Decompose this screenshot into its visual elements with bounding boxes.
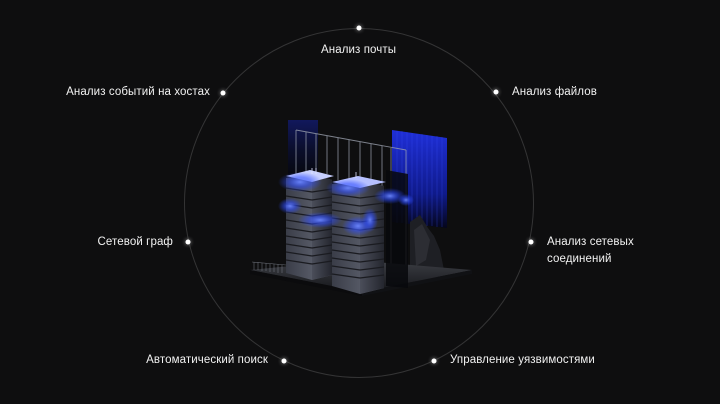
feature-label-network: Анализ сетевых соединений	[547, 234, 634, 268]
feature-label-graph: Сетевой граф	[97, 236, 173, 248]
orbit-dot-mail	[356, 25, 362, 31]
feature-label-network-line1: Анализ сетевых	[547, 236, 634, 248]
feature-label-mail: Анализ почты	[321, 44, 397, 56]
orbit-dot-hosts	[220, 90, 226, 96]
feature-label-files: Анализ файлов	[512, 86, 597, 98]
feature-label-vuln: Управление уязвимостями	[450, 354, 595, 366]
server-racks-icon	[250, 120, 472, 296]
feature-label-search: Автоматический поиск	[146, 354, 268, 366]
orbit-dot-files	[493, 89, 499, 95]
feature-label-hosts: Анализ событий на хостах	[66, 86, 210, 98]
orbit-dot-search	[281, 358, 287, 364]
feature-label-network-line2: соединений	[547, 253, 612, 265]
orbit-dot-graph	[185, 239, 191, 245]
orbit-dot-network	[528, 239, 534, 245]
orbit-dot-vuln	[431, 358, 437, 364]
data-center-illustration	[240, 110, 480, 310]
